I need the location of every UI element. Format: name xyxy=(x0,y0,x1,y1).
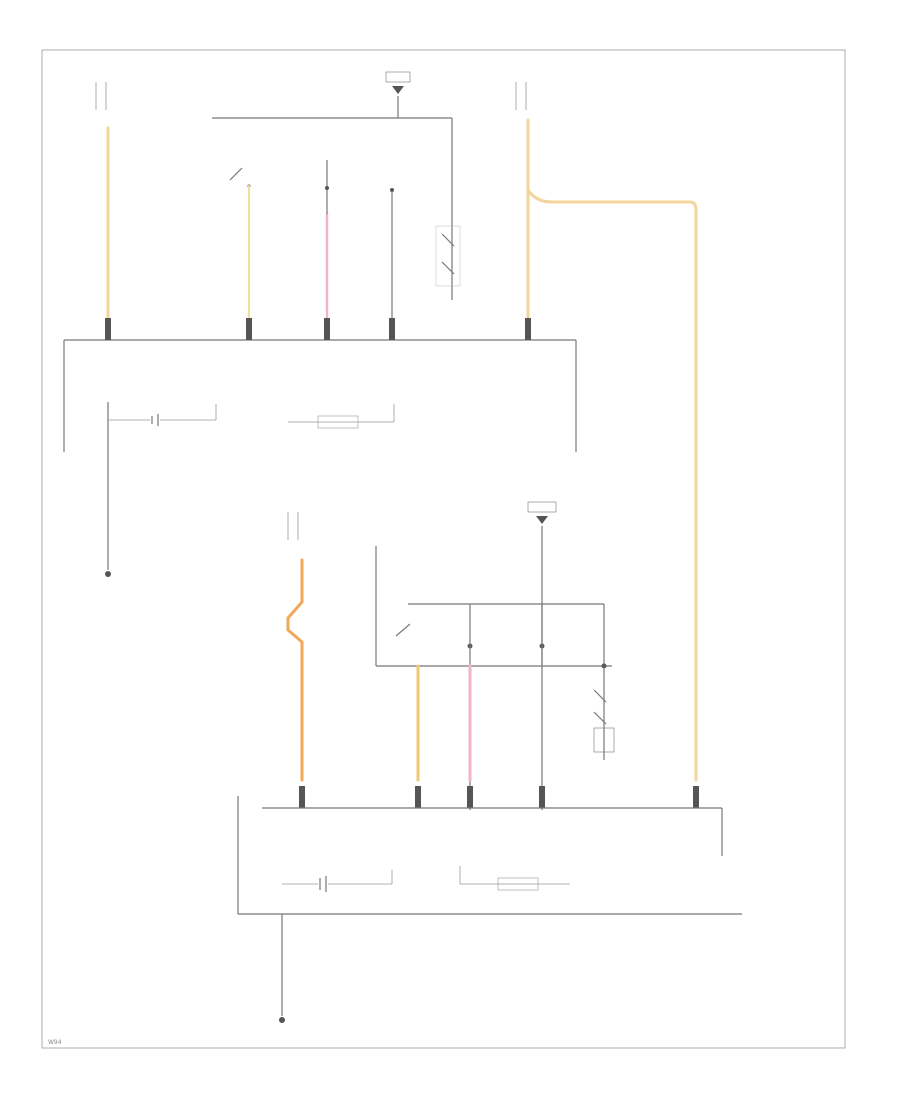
top-left-fuse xyxy=(95,82,107,110)
bottom-control-module xyxy=(237,796,742,915)
switch-contact-1 xyxy=(229,167,251,188)
switch-contact-2 xyxy=(325,160,329,190)
top-right-fuse xyxy=(515,82,527,110)
top-center-connector xyxy=(385,71,411,94)
middle-right-relay xyxy=(593,666,615,760)
top-module-internal xyxy=(107,402,395,570)
ground-left-top xyxy=(105,571,111,577)
top-right-relay xyxy=(435,225,461,287)
bottom-module-internal xyxy=(282,866,570,892)
top-module-pins xyxy=(105,318,531,340)
middle-center-connector xyxy=(527,501,557,524)
wire-orange-middle xyxy=(286,558,304,782)
middle-fuse xyxy=(287,512,299,540)
middle-switch-module xyxy=(375,546,612,810)
bottom-module-pins xyxy=(299,786,699,808)
top-control-module xyxy=(63,339,577,452)
switch-contact-3 xyxy=(390,188,394,192)
diagram-code: W94 xyxy=(48,1039,62,1046)
ground-bottom xyxy=(279,1017,285,1023)
wire-yellow-long xyxy=(526,188,698,782)
diagram-border xyxy=(41,49,846,1049)
